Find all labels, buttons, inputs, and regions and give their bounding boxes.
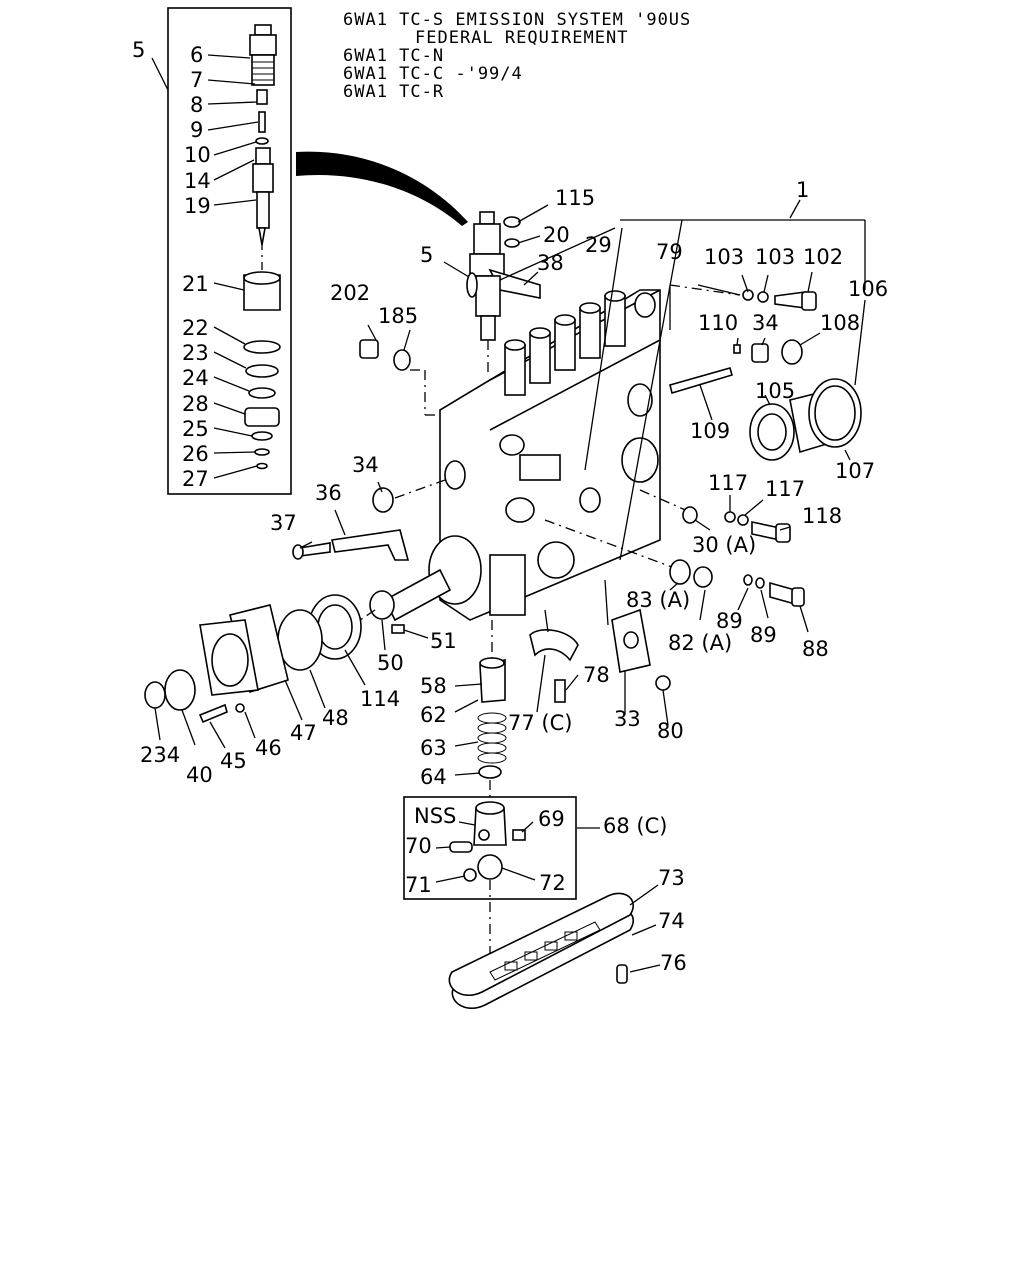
callout-34-top: 34 xyxy=(752,311,779,335)
callout-14: 14 xyxy=(184,169,211,193)
callout-80: 80 xyxy=(657,719,684,743)
callout-27: 27 xyxy=(182,467,209,491)
callout-108: 108 xyxy=(820,311,860,335)
callout-89-b: 89 xyxy=(750,623,777,647)
callout-58: 58 xyxy=(420,674,447,698)
callout-5-box: 5 xyxy=(132,38,145,62)
callout-10: 10 xyxy=(184,143,211,167)
callout-185: 185 xyxy=(378,304,418,328)
callout-51: 51 xyxy=(430,629,457,653)
callout-88: 88 xyxy=(802,637,829,661)
header-line-4: 6WA1 TC-C -'99/4 xyxy=(343,64,523,84)
header-block: 6WA1 TC-S EMISSION SYSTEM '90US FEDERAL … xyxy=(343,10,691,102)
callout-64: 64 xyxy=(420,765,447,789)
callout-106: 106 xyxy=(848,277,888,301)
injector-detail-box xyxy=(151,7,292,495)
callout-202: 202 xyxy=(330,281,370,305)
callout-62: 62 xyxy=(420,703,447,727)
callout-71: 71 xyxy=(405,873,432,897)
callout-103-b: 103 xyxy=(755,245,795,269)
callout-74: 74 xyxy=(658,909,685,933)
header-line-2: FEDERAL REQUIREMENT xyxy=(415,28,628,48)
callout-89-a: 89 xyxy=(716,609,743,633)
callout-118: 118 xyxy=(802,504,842,528)
callout-115: 115 xyxy=(555,186,595,210)
callout-50: 50 xyxy=(377,651,404,675)
reference-arrow xyxy=(296,151,468,226)
callout-234: 234 xyxy=(140,743,180,767)
callout-28: 28 xyxy=(182,392,209,416)
callout-37: 37 xyxy=(270,511,297,535)
callout-68c: 68 (C) xyxy=(603,814,667,838)
injector-box-frame xyxy=(167,7,292,495)
callout-107: 107 xyxy=(835,459,875,483)
callout-40: 40 xyxy=(186,763,213,787)
callout-45: 45 xyxy=(220,749,247,773)
callout-117-a: 117 xyxy=(708,471,748,495)
callout-70: 70 xyxy=(405,834,432,858)
cover-plates xyxy=(448,884,661,1010)
callout-38: 38 xyxy=(537,251,564,275)
callout-nss: NSS xyxy=(414,804,456,828)
callout-7: 7 xyxy=(190,68,203,92)
callout-103-a: 103 xyxy=(704,245,744,269)
callout-83a: 83 (A) xyxy=(626,588,690,612)
callout-21: 21 xyxy=(182,272,209,296)
callout-9: 9 xyxy=(190,118,203,142)
leader-lines xyxy=(154,271,851,776)
spring-63 xyxy=(477,712,507,764)
callout-48: 48 xyxy=(322,706,349,730)
callout-25: 25 xyxy=(182,417,209,441)
callout-1: 1 xyxy=(796,178,809,202)
callout-19: 19 xyxy=(184,194,211,218)
right-side-parts xyxy=(499,199,866,607)
callout-117-b: 117 xyxy=(765,477,805,501)
callout-8: 8 xyxy=(190,93,203,117)
callout-24: 24 xyxy=(182,366,209,390)
callout-22: 22 xyxy=(182,316,209,340)
header-line-5: 6WA1 TC-R xyxy=(343,82,444,102)
callout-46: 46 xyxy=(255,736,282,760)
callout-6: 6 xyxy=(190,43,203,67)
header-line-1: 6WA1 TC-S EMISSION SYSTEM '90US xyxy=(343,10,691,30)
callout-82a: 82 (A) xyxy=(668,631,732,655)
callout-20: 20 xyxy=(543,223,570,247)
callout-79: 79 xyxy=(656,240,683,264)
callout-114: 114 xyxy=(360,687,400,711)
callout-23: 23 xyxy=(182,341,209,365)
callout-76: 76 xyxy=(660,951,687,975)
callout-29: 29 xyxy=(585,233,612,257)
callout-72: 72 xyxy=(539,871,566,895)
callout-69: 69 xyxy=(538,807,565,831)
left-side-parts xyxy=(144,339,446,724)
callout-30a: 30 (A) xyxy=(692,533,756,557)
callout-labels: 5 6 7 8 9 10 14 19 21 22 23 24 28 25 26 … xyxy=(132,38,888,975)
callout-73: 73 xyxy=(658,866,685,890)
callout-77c: 77 (C) xyxy=(508,711,572,735)
callout-34-left: 34 xyxy=(352,453,379,477)
header-line-3: 6WA1 TC-N xyxy=(343,46,444,66)
callout-26: 26 xyxy=(182,442,209,466)
callout-36: 36 xyxy=(315,481,342,505)
callout-5: 5 xyxy=(420,243,433,267)
callout-109: 109 xyxy=(690,419,730,443)
callout-105: 105 xyxy=(755,379,795,403)
callout-33: 33 xyxy=(614,707,641,731)
callout-47: 47 xyxy=(290,721,317,745)
callout-102: 102 xyxy=(803,245,843,269)
callout-110: 110 xyxy=(698,311,738,335)
tappet-parts xyxy=(477,579,671,779)
callout-63: 63 xyxy=(420,736,447,760)
callout-78: 78 xyxy=(583,663,610,687)
injector-assembly xyxy=(443,204,549,375)
